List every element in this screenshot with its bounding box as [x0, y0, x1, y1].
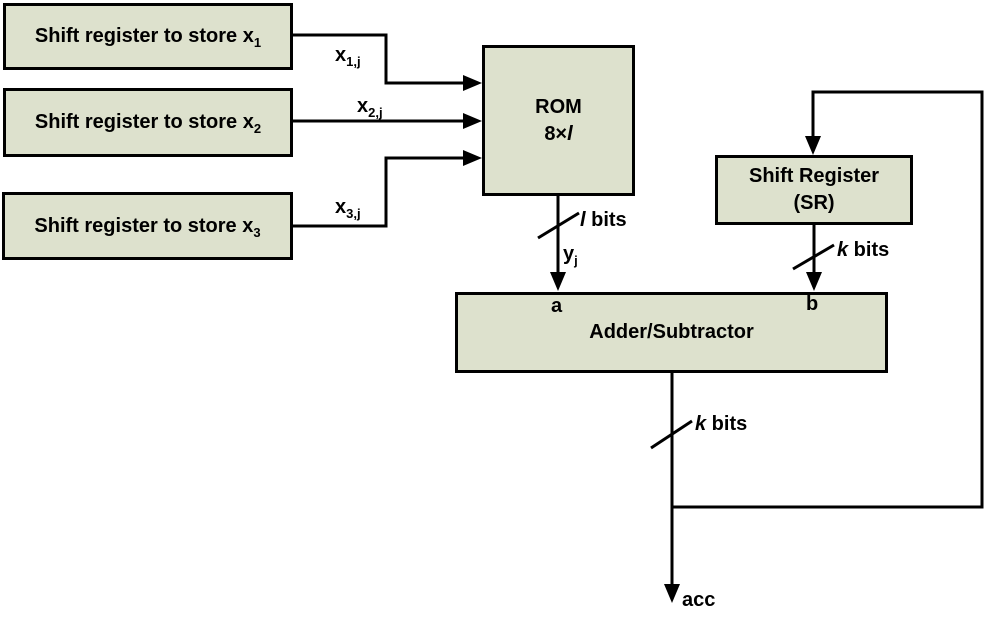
rom-size: 8×l: [544, 122, 573, 145]
block-label: Shift register to store x2: [34, 111, 262, 136]
block-label: Shift register to store x3: [34, 214, 261, 240]
arrowhead-right-icon: [463, 113, 482, 129]
wire-x2-to-rom: [293, 113, 482, 129]
block-adder-subtractor: Adder/Subtractor: [455, 292, 888, 373]
wire-sr-to-adder: [792, 225, 835, 291]
arrowhead-down-icon: [550, 272, 566, 291]
bus-width-label-k-bits-sr: k bits: [837, 239, 890, 261]
adder-port-a-label: a: [551, 295, 563, 317]
block-shift-register-x2: Shift register to store x2: [3, 88, 293, 157]
bus-width-label-l-bits: l bits: [580, 209, 627, 231]
signal-label-x2j: x2,j: [357, 95, 383, 120]
wire-rom-to-adder: [537, 196, 580, 291]
block-shift-register-sr: Shift Register (SR): [715, 155, 913, 225]
sr-title: Shift Register: [748, 165, 880, 187]
block-label: Shift register to store x1: [34, 25, 262, 50]
wire-x1-to-rom: [293, 33, 482, 91]
block-shift-register-x1: Shift register to store x1: [3, 3, 293, 70]
bus-slash-icon: [537, 211, 580, 240]
wire-adder-to-acc: [650, 373, 693, 603]
rom-title: ROM: [535, 95, 582, 118]
block-rom: ROM 8×l: [482, 45, 635, 196]
sr-subtitle: (SR): [793, 192, 835, 214]
block-shift-register-x3: Shift register to store x3: [2, 192, 293, 260]
arrowhead-down-icon: [664, 584, 680, 603]
bus-width-label-k-bits-acc: k bits: [695, 413, 748, 435]
adder-port-b-label: b: [806, 293, 819, 315]
arrowhead-down-icon: [805, 136, 821, 155]
arrowhead-right-icon: [463, 75, 482, 91]
arrowhead-down-icon: [806, 272, 822, 291]
arrowhead-right-icon: [463, 150, 482, 166]
signal-label-yj: yj: [563, 243, 578, 268]
wire-feedback-to-sr: [672, 90, 984, 509]
signal-label-x3j: x3,j: [335, 196, 361, 221]
bus-slash-icon: [792, 243, 835, 271]
signal-label-x1j: x1,j: [335, 44, 361, 69]
adder-title: Adder/Subtractor: [589, 321, 754, 343]
wire-x3-to-rom: [293, 150, 482, 228]
bus-slash-icon: [650, 419, 693, 450]
acc-output-label: acc: [682, 589, 716, 611]
